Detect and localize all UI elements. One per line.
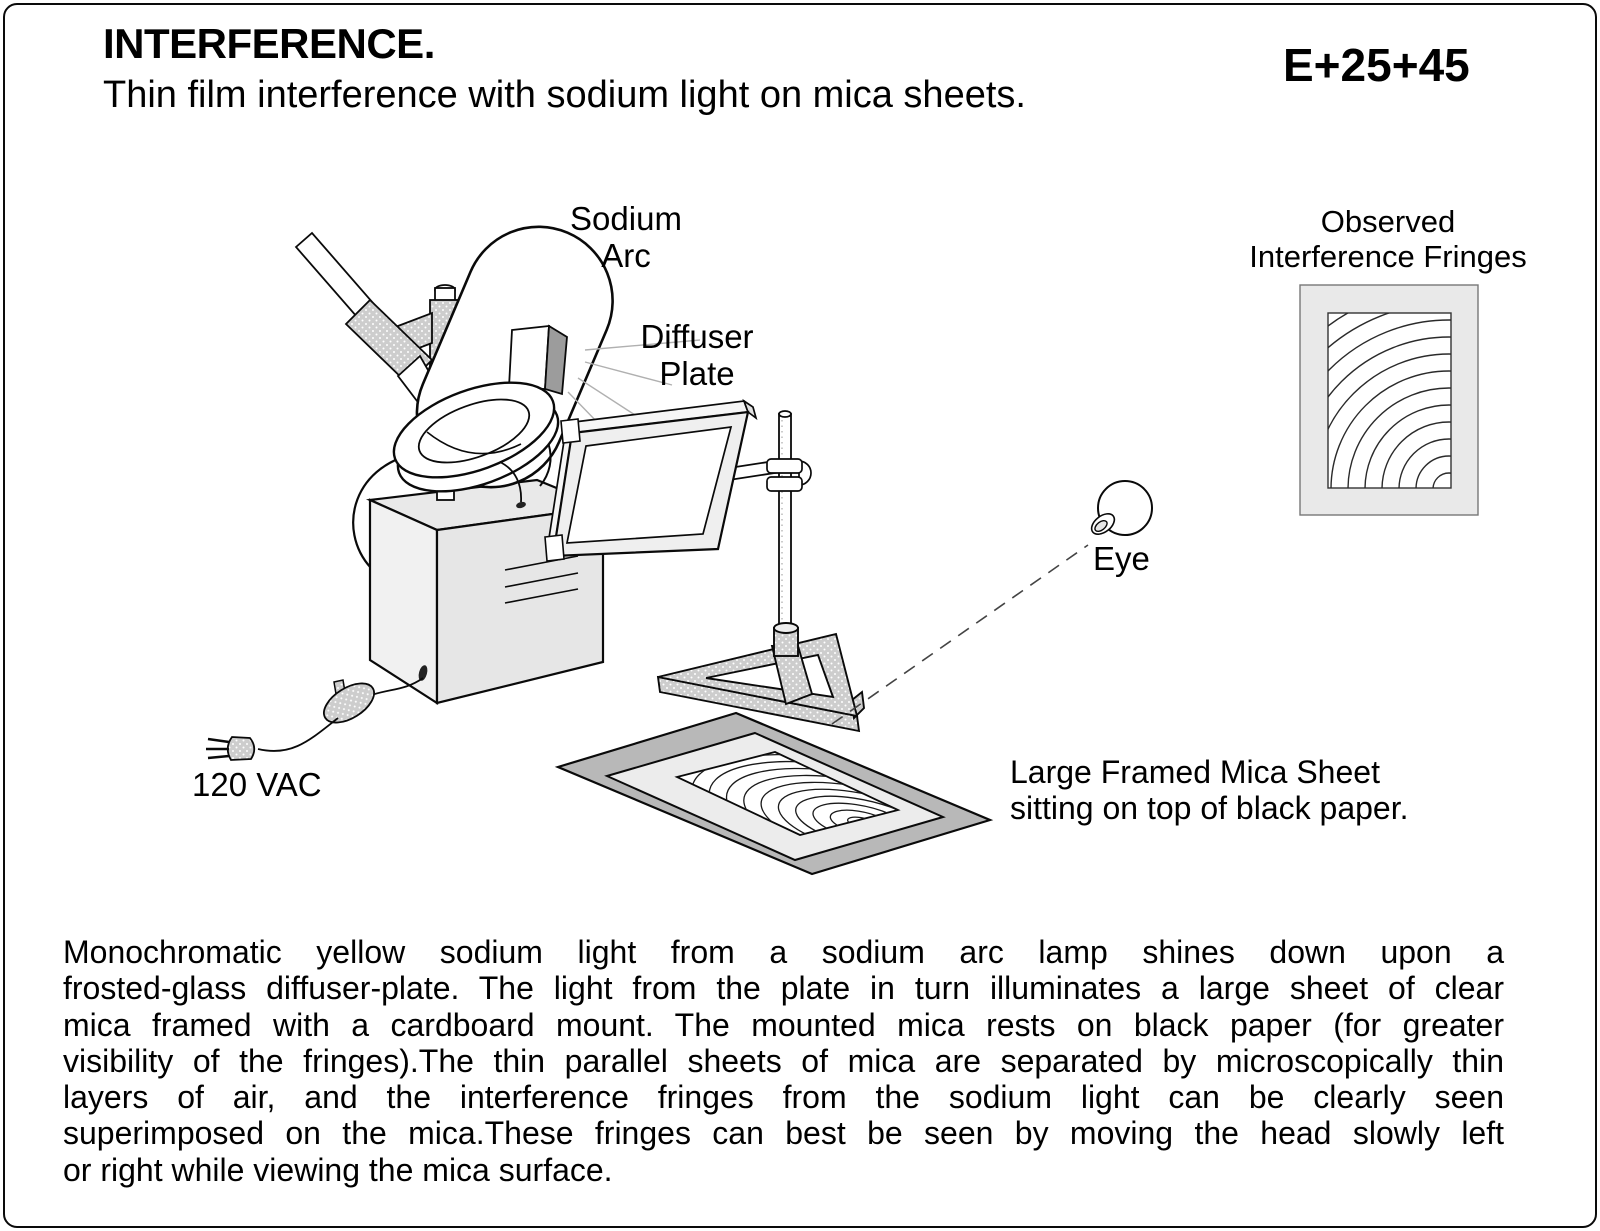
sodium-arc-lamp — [294, 225, 701, 706]
label-diffuser-line1: Diffuser — [640, 318, 754, 355]
label-120-vac: 120 VAC — [192, 766, 322, 803]
stand-rod — [778, 410, 792, 631]
paragraph-line: layers of air, and the interference frin… — [63, 1079, 1504, 1116]
lamp-collar-ring — [392, 381, 560, 493]
label-eye: Eye — [1093, 540, 1150, 577]
mica-window — [674, 751, 901, 836]
stand-base — [656, 622, 866, 733]
paragraph-line: Monochromatic yellow sodium light from a… — [63, 934, 1504, 970]
page-title: INTERFERENCE. — [103, 20, 435, 67]
description-paragraph: Monochromatic yellow sodium light from a… — [63, 934, 1504, 1188]
vent-lines — [504, 555, 579, 604]
eye-pupil — [1094, 519, 1108, 533]
observed-fringes-box — [1299, 284, 1479, 516]
label-mica-sheet: Large Framed Mica Sheet sitting on top o… — [1010, 754, 1408, 826]
plate-bracket-top — [560, 418, 581, 444]
diffuser-glass — [565, 425, 733, 544]
wall-plug — [206, 736, 256, 761]
mica-sheet — [554, 711, 994, 876]
cord-grommet — [418, 665, 428, 681]
power-cord — [206, 665, 428, 761]
rod-clamp — [766, 458, 812, 492]
eye-diagram — [1090, 480, 1153, 536]
paragraph-line: or right while viewing the mica surface. — [63, 1151, 613, 1188]
observed-fringes-arcs — [1328, 313, 1451, 488]
lamp-wire — [499, 461, 526, 509]
page-subtitle: Thin film interference with sodium light… — [103, 74, 1026, 116]
label-observed-fringes: Observed Interference Fringes — [1218, 204, 1558, 274]
label-sodium-arc: Sodium Arc — [526, 200, 726, 274]
label-diffuser-plate: Diffuser Plate — [597, 318, 797, 392]
paragraph-line: mica framed with a cardboard mount. The … — [63, 1006, 1504, 1043]
label-sodium-arc-line2: Arc — [601, 237, 651, 274]
paragraph-line: superimposed on the mica.These fringes c… — [63, 1115, 1504, 1152]
label-diffuser-line2: Plate — [659, 355, 735, 392]
inline-switch — [323, 682, 375, 724]
lamp-aperture-window — [508, 324, 568, 396]
label-sodium-arc-line1: Sodium — [570, 200, 682, 237]
label-mica-line1: Large Framed Mica Sheet — [1010, 754, 1380, 790]
paragraph-line: frosted-glass diffuser-plate. The light … — [63, 970, 1504, 1007]
paragraph-line: visibility of the fringes).The thin para… — [63, 1042, 1504, 1079]
label-mica-line2: sitting on top of black paper. — [1010, 790, 1409, 826]
demo-code: E+25+45 — [1283, 39, 1470, 91]
label-observed-line1: Observed — [1320, 204, 1456, 239]
plate-bracket-bottom — [544, 534, 565, 562]
diffuser-plate — [544, 398, 758, 562]
page-border — [3, 3, 1597, 1228]
sight-line — [831, 544, 1089, 725]
stand — [656, 410, 866, 733]
label-observed-line2: Interference Fringes — [1249, 239, 1527, 274]
